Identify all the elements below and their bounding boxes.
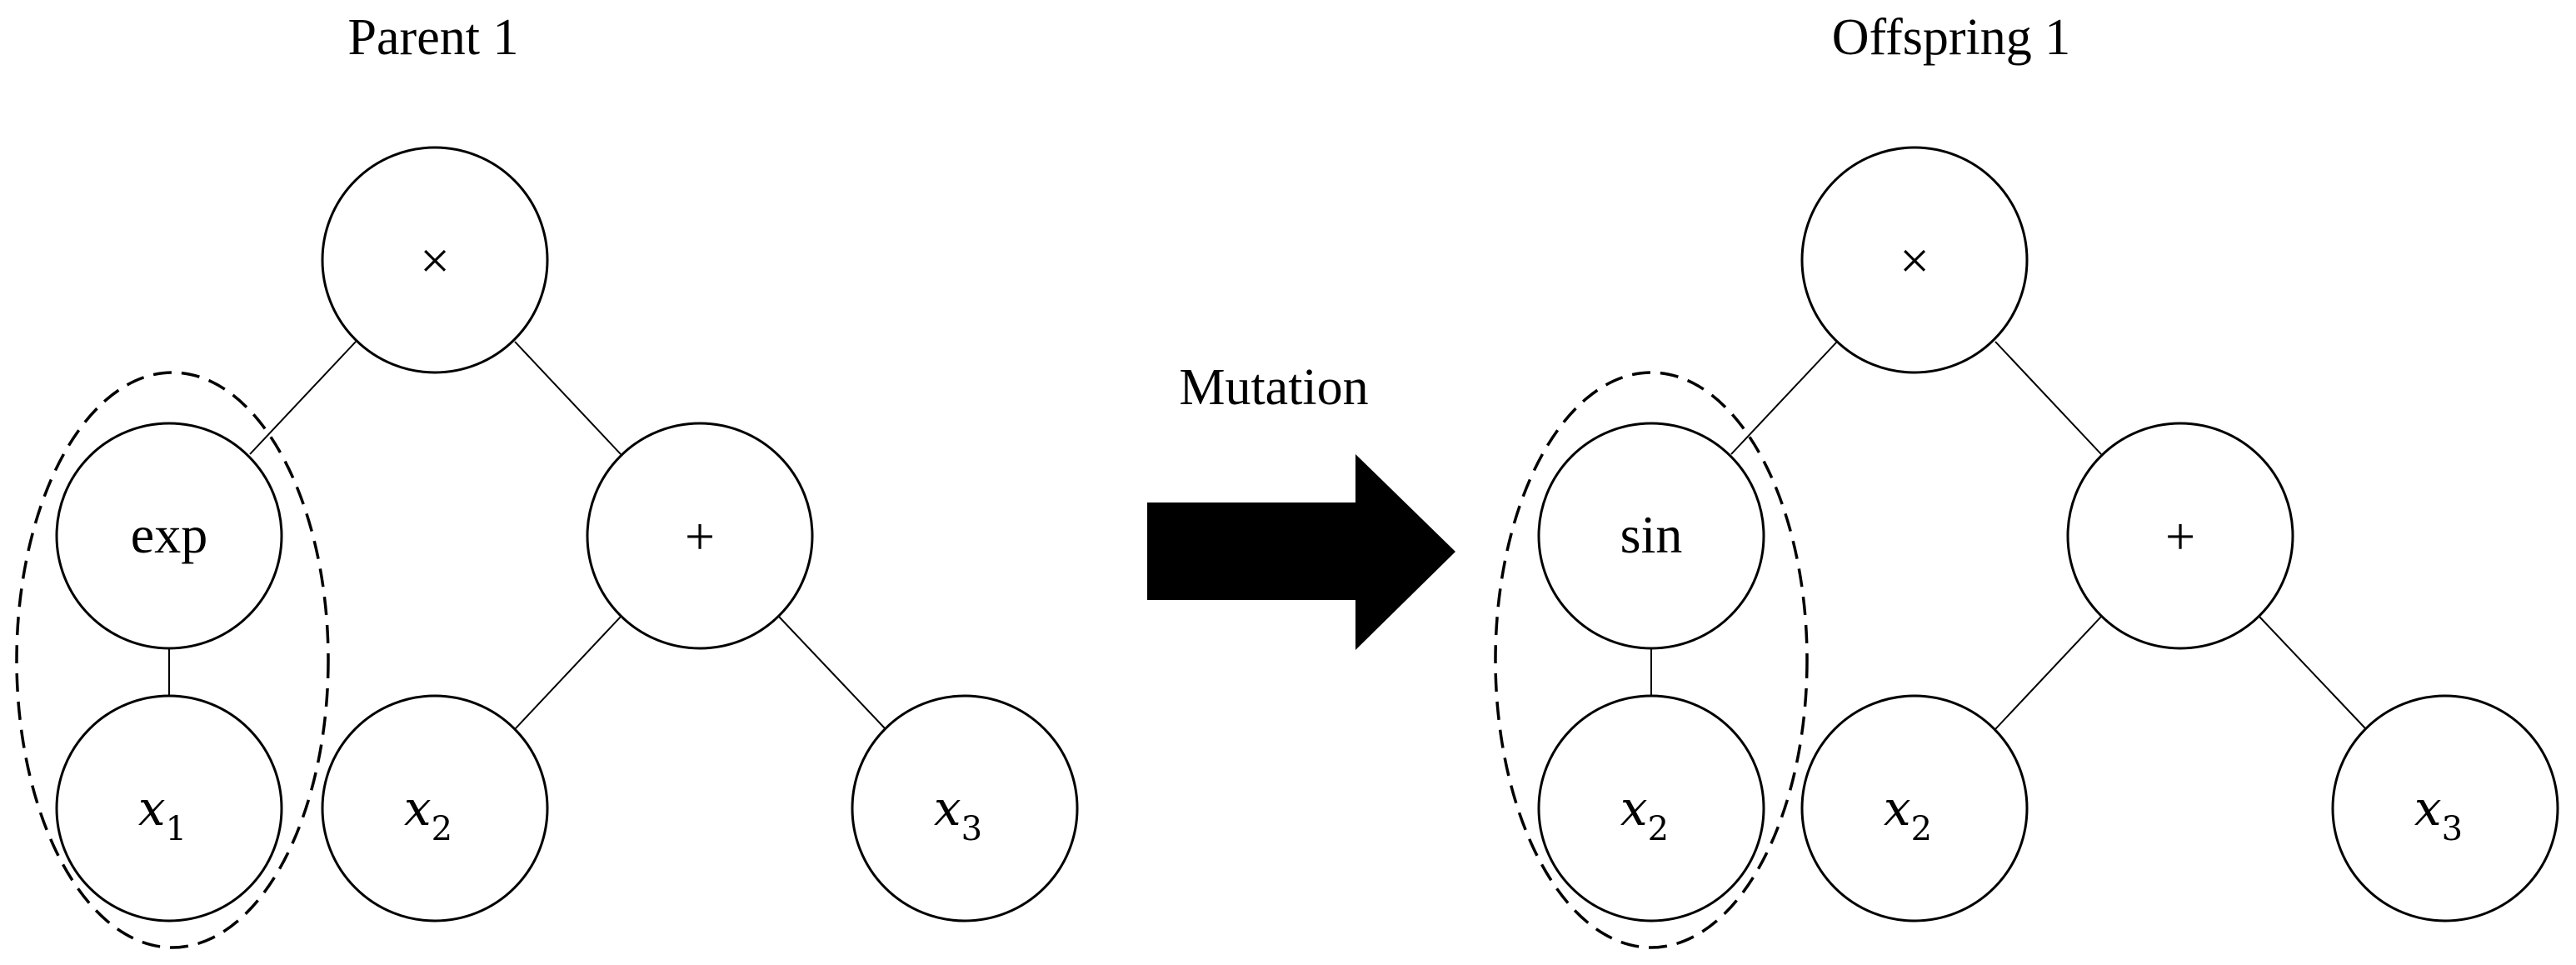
tree-node-left: exp <box>55 422 283 650</box>
edge-root-left <box>1730 341 1838 455</box>
tree-node-leaf: x2 <box>1800 694 2029 922</box>
tree-node-leaf: x1 <box>55 694 283 922</box>
mutation-arrow-group: Mutation <box>1147 359 1455 650</box>
variable-label: x1 <box>138 780 187 848</box>
variable-name: x <box>2414 780 2442 837</box>
tree-node-leaf: x2 <box>321 694 549 922</box>
tree-node-right: + <box>586 422 814 650</box>
edge-root-right <box>514 341 622 455</box>
mutated-subtree-outline <box>15 371 330 949</box>
offspring-tree: Offspring 1 × sin + x2 x2 <box>1494 9 2559 949</box>
variable-name: x <box>1884 780 1911 837</box>
tree-node-root: × <box>321 146 549 374</box>
tree-node-right: + <box>2066 422 2294 650</box>
edge-right-right <box>2259 616 2367 730</box>
mutation-label: Mutation <box>1179 359 1368 416</box>
tree-node-left: sin <box>1537 422 1765 650</box>
variable-label: x3 <box>2414 780 2463 848</box>
variable-subscript: 1 <box>166 810 187 848</box>
tree-node-leaf: x3 <box>851 694 1079 922</box>
variable-label: x3 <box>934 780 982 848</box>
edge-root-right <box>1994 341 2102 455</box>
variable-subscript: 2 <box>1648 810 1669 848</box>
node-label: sin <box>1620 505 1683 564</box>
variable-subscript: 3 <box>2442 810 2463 848</box>
node-label: × <box>420 231 450 290</box>
parent-title: Parent 1 <box>348 9 519 66</box>
edge-right-left <box>1994 616 2102 730</box>
variable-subscript: 3 <box>961 810 982 848</box>
offspring-title: Offspring 1 <box>1832 9 2070 66</box>
variable-name: x <box>1620 780 1648 837</box>
arrow-right-icon <box>1147 454 1455 650</box>
tree-node-leaf: x3 <box>2331 694 2559 922</box>
variable-name: x <box>138 780 166 837</box>
node-label: + <box>2165 507 2195 566</box>
parent-tree: Parent 1 × exp + x1 x2 <box>15 9 1079 949</box>
variable-label: x2 <box>1884 780 1932 848</box>
edge-right-right <box>778 616 886 730</box>
tree-node-root: × <box>1800 146 2029 374</box>
variable-label: x2 <box>1620 780 1669 848</box>
mutated-subtree-outline <box>1494 371 1809 949</box>
variable-subscript: 2 <box>432 810 452 848</box>
tree-node-leaf: x2 <box>1537 694 1765 922</box>
variable-label: x2 <box>404 780 452 848</box>
node-label: exp <box>131 505 207 564</box>
edge-root-left <box>249 341 357 455</box>
node-label: × <box>1900 231 1930 290</box>
variable-subscript: 2 <box>1911 810 1932 848</box>
edge-right-left <box>514 616 622 730</box>
node-label: + <box>685 507 715 566</box>
variable-name: x <box>934 780 961 837</box>
variable-name: x <box>404 780 432 837</box>
